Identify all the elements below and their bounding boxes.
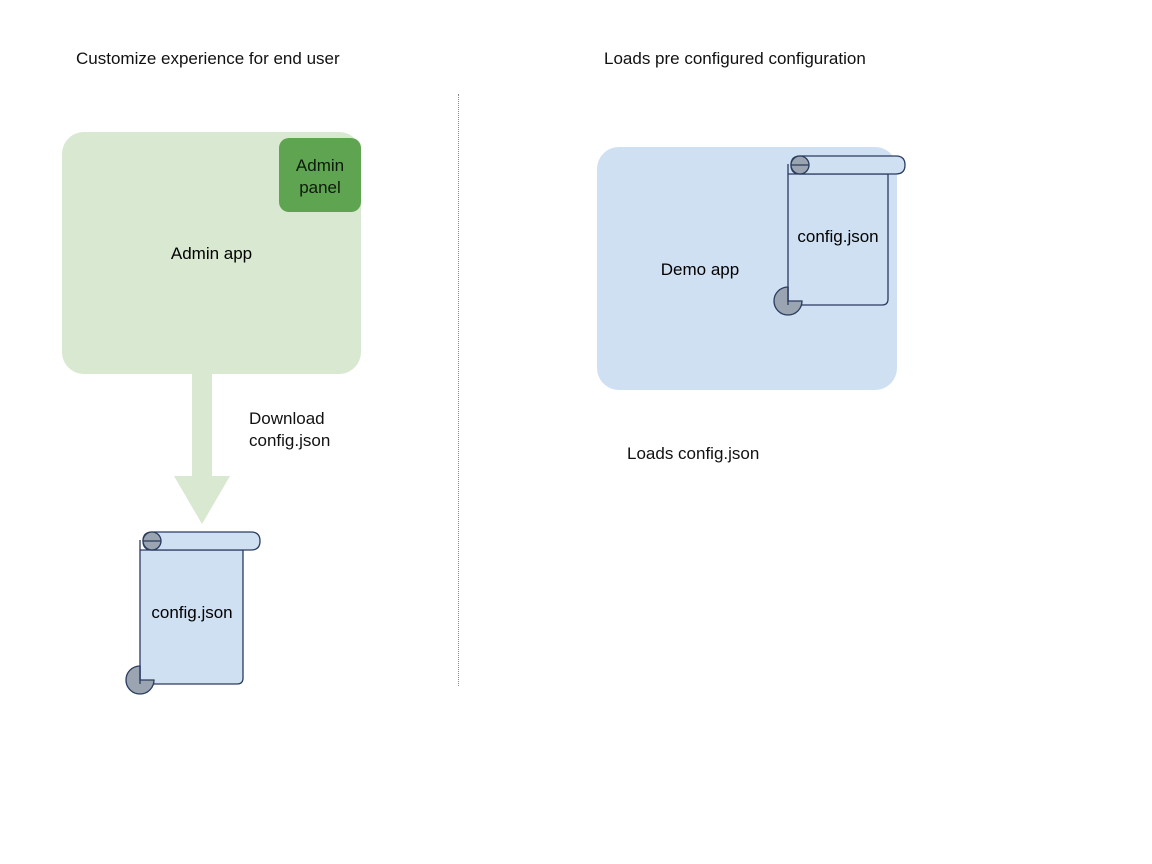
loads-config-caption: Loads config.json	[627, 444, 760, 463]
admin-app-label: Admin app	[170, 244, 253, 263]
download-arrow-shape	[174, 372, 230, 524]
config-json-label-left: config.json	[151, 603, 233, 622]
config-json-document-right[interactable]	[766, 150, 916, 318]
download-arrow	[174, 372, 230, 524]
document-bottom-curl-left	[125, 665, 155, 695]
admin-panel-label-line1: Admin	[295, 156, 345, 175]
document-bottom-curl-right	[773, 286, 803, 316]
column-divider	[458, 94, 459, 686]
admin-panel-label-line2: panel	[299, 178, 341, 197]
left-column-title: Customize experience for end user	[76, 49, 340, 68]
right-column-title: Loads pre configured configuration	[604, 49, 866, 68]
download-arrow-label-line1: Download	[249, 409, 325, 428]
admin-panel-box[interactable]	[279, 138, 361, 212]
config-json-document-left[interactable]	[118, 526, 268, 696]
demo-app-label: Demo app	[660, 260, 740, 279]
config-json-label-right: config.json	[797, 227, 879, 246]
download-arrow-label-line2: config.json	[249, 431, 331, 450]
